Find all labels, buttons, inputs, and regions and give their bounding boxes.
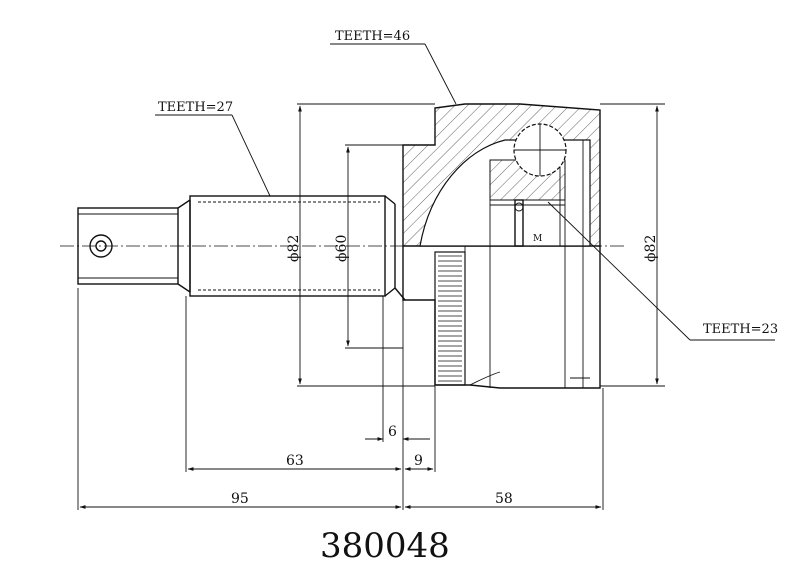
cotter-hole-icon — [89, 234, 113, 258]
teeth-46-label: TEETH=46 — [335, 29, 410, 44]
dia-82-left-label: ϕ82 — [286, 235, 302, 262]
dia-60-label: ϕ60 — [334, 235, 350, 262]
dim-58-label: 58 — [495, 491, 513, 507]
dia-60 — [345, 144, 403, 349]
bell-housing — [402, 103, 601, 389]
dim-6-label: 6 — [388, 424, 397, 440]
teeth-46-leader — [330, 43, 457, 105]
teeth-23-leader — [547, 201, 775, 341]
abs-ring — [434, 251, 466, 386]
teeth-23-label: TEETH=23 — [703, 322, 778, 337]
dia-82-right — [600, 103, 665, 387]
dia-82-left — [297, 103, 435, 387]
dia-82-right-label: ϕ82 — [643, 235, 659, 262]
part-number: 380048 — [320, 526, 450, 566]
teeth-27-label: TEETH=27 — [158, 100, 233, 115]
dim-9-label: 9 — [414, 453, 423, 469]
thread-label: M — [533, 234, 542, 244]
teeth-27-leader — [155, 114, 271, 197]
dim-63-label: 63 — [286, 453, 304, 469]
extension-lines — [77, 288, 604, 510]
dim-95-label: 95 — [231, 491, 249, 507]
